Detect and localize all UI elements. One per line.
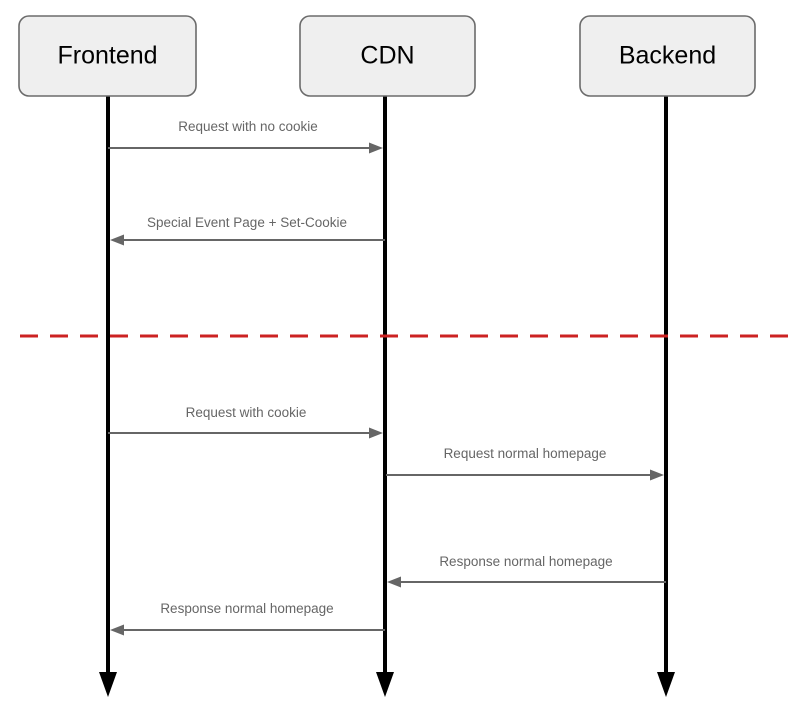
message-request-normal-homepage-label: Request normal homepage (444, 446, 607, 461)
message-special-event-page[interactable]: Special Event Page + Set-Cookie (110, 215, 385, 246)
message-special-event-page-label: Special Event Page + Set-Cookie (147, 215, 347, 230)
participant-frontend-label: Frontend (57, 42, 157, 70)
lifeline-backend (657, 96, 675, 697)
lifeline-backend-arrowhead-icon (657, 672, 675, 697)
participant-backend-box[interactable] (579, 15, 756, 97)
message-request-no-cookie-arrowhead-icon (369, 142, 383, 154)
message-response-normal-homepage-backend-arrowhead-icon (387, 576, 401, 588)
participant-cdn-box[interactable] (299, 15, 476, 97)
message-request-normal-homepage[interactable]: Request normal homepage (386, 446, 664, 481)
message-response-normal-homepage-cdn[interactable]: Response normal homepage (110, 601, 385, 636)
message-response-normal-homepage-backend[interactable]: Response normal homepage (387, 554, 666, 588)
lifeline-cdn-arrowhead-icon (376, 672, 394, 697)
message-request-no-cookie-label: Request with no cookie (178, 119, 318, 134)
participant-backend-label: Backend (619, 42, 716, 70)
message-response-normal-homepage-cdn-arrowhead-icon (110, 624, 124, 636)
lifeline-frontend-arrowhead-icon (99, 672, 117, 697)
lifeline-cdn (376, 96, 394, 697)
message-request-with-cookie[interactable]: Request with cookie (108, 405, 383, 439)
participant-frontend[interactable]: Frontend (18, 15, 197, 97)
message-request-with-cookie-label: Request with cookie (186, 405, 307, 420)
message-request-no-cookie[interactable]: Request with no cookie (108, 119, 383, 154)
message-response-normal-homepage-cdn-label: Response normal homepage (160, 601, 333, 616)
message-request-with-cookie-arrowhead-icon (369, 427, 383, 439)
participant-cdn-label: CDN (360, 42, 414, 70)
lifelines-group (99, 96, 675, 697)
lifeline-frontend (99, 96, 117, 697)
message-request-normal-homepage-arrowhead-icon (650, 469, 664, 481)
participant-frontend-box[interactable] (18, 15, 197, 97)
participant-backend[interactable]: Backend (579, 15, 756, 97)
message-special-event-page-arrowhead-icon (110, 234, 124, 246)
message-response-normal-homepage-backend-label: Response normal homepage (439, 554, 612, 569)
participant-cdn[interactable]: CDN (299, 15, 476, 97)
